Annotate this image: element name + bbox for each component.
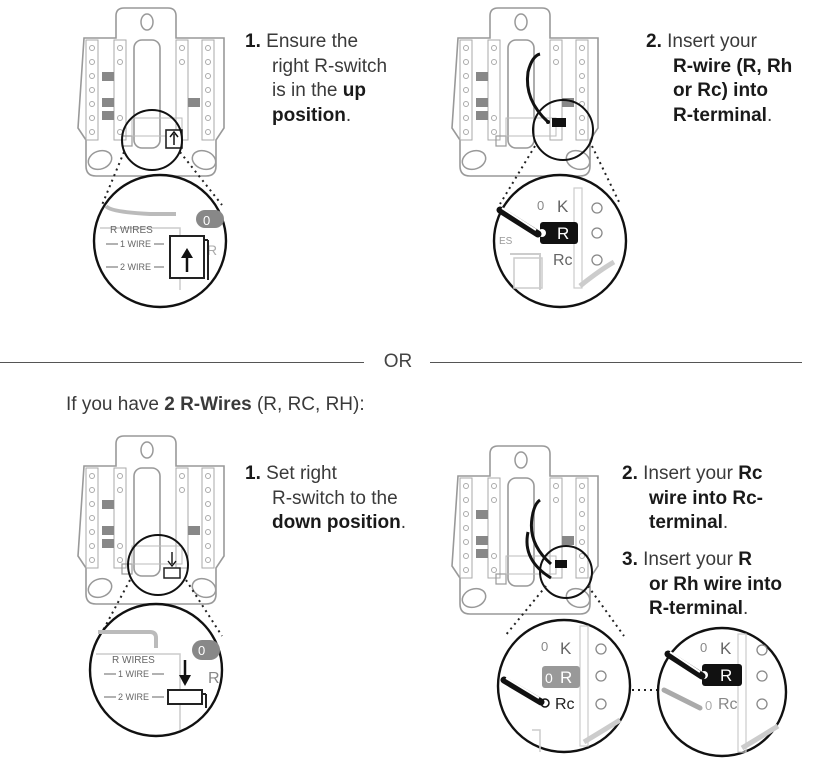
instruction-line: Insert your bbox=[667, 31, 757, 52]
r-label-faded: R bbox=[207, 242, 217, 258]
instruction-line: Insert your bbox=[643, 549, 739, 570]
period: . bbox=[345, 104, 352, 126]
two-wire-label: 2 WIRE bbox=[120, 262, 151, 272]
zoom-top-right: 0 K R Rc ES bbox=[492, 145, 628, 309]
r-wires-label: R WIRES bbox=[110, 225, 153, 236]
instruction-line: right R-switch bbox=[272, 55, 388, 77]
bold-text: R-wire (R, Rh bbox=[673, 55, 793, 77]
period: . bbox=[400, 512, 407, 533]
plate-bottom-right bbox=[451, 445, 599, 615]
step-number: 2. bbox=[646, 31, 662, 52]
plate-bottom-left bbox=[77, 435, 225, 605]
bold-text: R-terminal bbox=[673, 104, 767, 126]
heading-suffix: (R, RC, RH): bbox=[251, 394, 365, 415]
instruction-line: Insert your bbox=[643, 463, 739, 484]
divider-left bbox=[0, 362, 364, 363]
step-number: 2. bbox=[622, 463, 638, 484]
zero-label: 0 bbox=[203, 213, 210, 228]
divider-right bbox=[430, 362, 802, 363]
bold-text: position bbox=[272, 104, 346, 126]
bold-text: R bbox=[738, 549, 752, 570]
step-number: 3. bbox=[622, 549, 638, 570]
two-wires-heading: If you have 2 R-Wires (R, RC, RH): bbox=[66, 394, 365, 416]
heading-bold: 2 R-Wires bbox=[164, 394, 252, 415]
period: . bbox=[722, 512, 729, 533]
or-divider-label: OR bbox=[383, 351, 413, 372]
r-label-4: R bbox=[720, 666, 732, 685]
bold-text: or Rh wire into bbox=[649, 573, 782, 595]
step-number: 1. bbox=[245, 463, 261, 484]
period: . bbox=[742, 598, 749, 619]
step-number: 1. bbox=[245, 31, 261, 52]
bold-text: down position bbox=[272, 512, 401, 533]
zoom-bottom-right-a: 0 K 0 R Rc bbox=[496, 585, 632, 754]
zero-label-2: 0 bbox=[198, 643, 205, 658]
one-wire-label: 1 WIRE bbox=[120, 239, 151, 249]
bold-text: or Rc) into bbox=[673, 80, 768, 101]
top-left-instruction: 1. Ensure the right R-switch is in the u… bbox=[245, 30, 425, 128]
zoom-bottom-right-b: 0 K R 0 Rc bbox=[632, 626, 788, 758]
bold-text: up bbox=[342, 80, 366, 101]
instruction-line: R-switch to the bbox=[272, 487, 398, 509]
k-label-2: K bbox=[560, 639, 572, 658]
r-label: R bbox=[557, 224, 569, 243]
bold-text: terminal bbox=[649, 512, 723, 533]
instruction-line: Set right bbox=[266, 463, 337, 484]
bottom-right-step-3: 3. Insert your R or Rh wire into R-termi… bbox=[622, 548, 812, 622]
period: . bbox=[766, 104, 773, 126]
rc-label-3: Rc bbox=[718, 696, 738, 713]
r-wires-label-2: R WIRES bbox=[112, 655, 155, 666]
bold-text: Rc bbox=[738, 463, 763, 484]
plate-top-left bbox=[77, 7, 225, 177]
k-label-3: K bbox=[720, 639, 732, 658]
r-label-2: R bbox=[208, 670, 220, 687]
rc-label: Rc bbox=[553, 252, 573, 269]
heading-prefix: If you have bbox=[66, 394, 165, 415]
top-right-instruction: 2. Insert your R-wire (R, Rh or Rc) into… bbox=[646, 30, 811, 128]
zero-rc-3: 0 bbox=[705, 698, 712, 713]
es-label: ES bbox=[499, 236, 513, 247]
two-wire-label-2: 2 WIRE bbox=[118, 692, 149, 702]
one-wire-label-2: 1 WIRE bbox=[118, 669, 149, 679]
zero-k-2: 0 bbox=[541, 639, 548, 654]
zoom-bottom-left: 0 R R WIRES 1 WIRE 2 WIRE bbox=[88, 579, 224, 738]
bottom-right-step-2: 2. Insert your Rc wire into Rc- terminal… bbox=[622, 462, 812, 536]
zero-k: 0 bbox=[537, 198, 544, 213]
zero-k-3: 0 bbox=[700, 640, 707, 655]
bold-text: R-terminal bbox=[649, 598, 743, 619]
zero-r-2: 0 bbox=[545, 670, 553, 686]
k-label: K bbox=[557, 197, 569, 216]
r-label-3: R bbox=[560, 668, 572, 687]
zoom-top-left: 0 R R WIRES 1 WIRE 2 WIRE bbox=[92, 151, 228, 309]
rc-label-2: Rc bbox=[555, 696, 575, 713]
bold-text: wire into Rc- bbox=[649, 487, 764, 509]
instruction-line: is in the bbox=[272, 80, 343, 101]
plate-top-right bbox=[451, 7, 599, 177]
bottom-left-instruction: 1. Set right R-switch to the down positi… bbox=[245, 462, 425, 536]
instruction-line: Ensure the bbox=[266, 31, 359, 52]
